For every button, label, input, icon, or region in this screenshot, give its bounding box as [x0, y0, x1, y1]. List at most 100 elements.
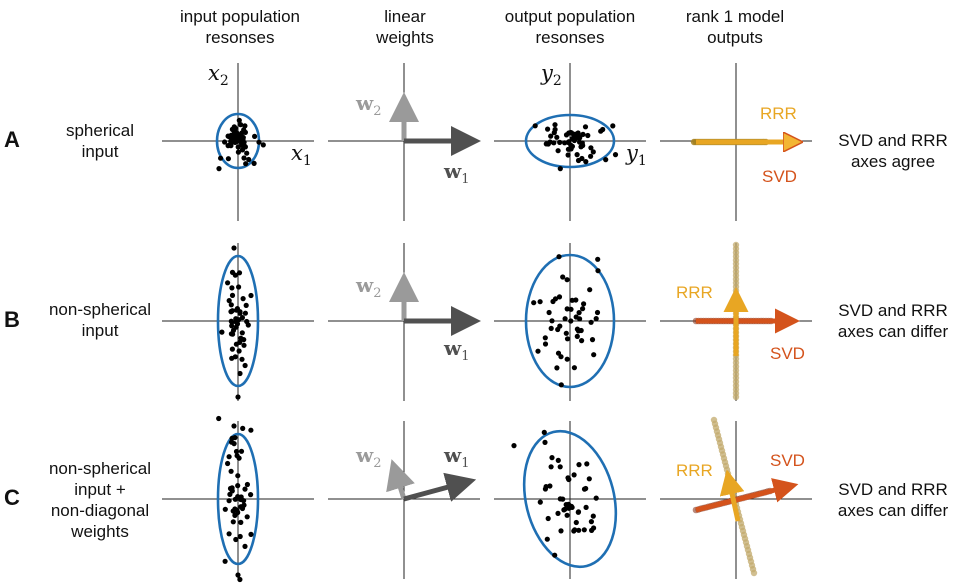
data-point-input-b — [229, 292, 236, 298]
data-point-output-b — [560, 274, 566, 280]
data-point-output-b — [564, 336, 571, 342]
data-point-input-b — [241, 342, 247, 348]
data-point-input-c — [235, 473, 241, 479]
data-point-output-c — [576, 527, 582, 533]
data-point-output-b — [537, 299, 543, 305]
axis-label-y2-main: y — [540, 61, 554, 85]
data-point-output-b — [563, 330, 569, 336]
w2-c-main: w — [355, 443, 374, 467]
data-point-output-c — [541, 429, 547, 435]
data-point-output-b — [542, 341, 549, 347]
data-point-input-c — [242, 486, 248, 492]
data-point-input-a — [244, 150, 250, 156]
w2-a-main: w — [355, 91, 374, 115]
data-point-input-c — [222, 506, 228, 512]
svd-label-b: SVD — [770, 344, 805, 363]
data-point-output-a — [580, 131, 586, 137]
data-point-output-b — [580, 306, 586, 312]
data-point-output-a — [548, 133, 554, 139]
data-point-output-a — [555, 148, 561, 154]
data-point-input-c — [235, 483, 241, 489]
row-description-b: non-spherical input — [48, 300, 152, 340]
data-point-output-a — [568, 129, 574, 136]
svd-label-a: SVD — [762, 167, 797, 186]
data-point-output-c — [557, 496, 563, 502]
w2-a-sub: 2 — [373, 104, 381, 119]
data-point-output-a — [545, 126, 551, 132]
data-point-output-a — [575, 157, 582, 164]
data-point-output-b — [556, 294, 563, 300]
column-header-weights: linear weights — [376, 7, 434, 47]
row-letter-b: B — [4, 307, 20, 332]
data-point-output-b — [591, 352, 597, 358]
axis-label-x2-sub: 2 — [220, 73, 229, 89]
axis-label-x1: x1 — [291, 141, 312, 169]
covariance-ellipse-input-c — [216, 432, 260, 566]
data-point-output-a — [565, 152, 571, 158]
data-point-output-c — [576, 462, 582, 468]
data-point-input-c — [230, 508, 236, 514]
data-point-output-a — [568, 142, 574, 148]
data-point-output-b — [579, 338, 585, 344]
data-point-output-b — [594, 309, 601, 316]
data-point-input-c — [222, 558, 228, 564]
axis-label-y2-sub: 2 — [553, 73, 562, 89]
data-point-input-b — [219, 329, 225, 335]
data-point-input-b — [236, 348, 242, 354]
w2-b-sub: 2 — [373, 286, 381, 301]
data-point-output-b — [573, 314, 579, 320]
data-point-input-c — [239, 505, 246, 512]
data-point-input-a — [242, 123, 248, 129]
data-point-input-b — [239, 356, 245, 362]
data-point-input-b — [232, 272, 238, 278]
data-point-input-c — [235, 509, 241, 516]
data-point-output-b — [576, 310, 582, 316]
axis-label-y1-sub: 1 — [638, 153, 647, 169]
data-point-output-a — [562, 140, 568, 146]
data-point-output-b — [587, 287, 593, 293]
data-point-input-a — [216, 166, 222, 172]
data-point-output-a — [574, 152, 580, 158]
axis-label-y1-main: y — [625, 141, 639, 165]
data-point-input-b — [245, 322, 251, 328]
data-point-input-b — [248, 292, 254, 299]
data-point-input-c — [233, 448, 240, 455]
data-point-input-b — [225, 280, 231, 286]
data-point-output-b — [548, 325, 554, 331]
data-point-input-a — [229, 136, 235, 142]
data-point-input-b — [235, 394, 241, 400]
data-point-output-a — [585, 132, 591, 139]
data-point-output-b — [556, 254, 562, 260]
w2-c-sub: 2 — [373, 456, 381, 471]
data-point-output-c — [584, 461, 590, 467]
data-point-input-a — [225, 156, 231, 162]
data-point-input-b — [228, 331, 234, 337]
weight-label-w2-a: w2 — [355, 91, 382, 119]
data-point-input-b — [233, 324, 239, 330]
data-point-output-b — [542, 335, 548, 341]
data-point-input-b — [229, 319, 235, 325]
data-point-input-c — [248, 427, 254, 433]
column-header-model: rank 1 model outputs — [685, 7, 785, 47]
data-point-input-b — [229, 346, 235, 352]
data-point-input-a — [236, 117, 242, 123]
w1-a-main: w — [443, 159, 462, 183]
weight-arrow-w2-c — [386, 459, 415, 500]
data-point-output-b — [531, 300, 537, 306]
data-point-input-a — [251, 160, 257, 166]
model-point-c-faint — [750, 569, 758, 577]
data-point-output-b — [595, 268, 601, 274]
data-point-output-c — [555, 510, 561, 516]
row-conclusion-a: SVD and RRR axes agree — [838, 131, 948, 171]
data-point-input-c — [231, 423, 237, 429]
data-point-output-b — [578, 327, 584, 334]
data-point-input-b — [229, 323, 235, 329]
data-point-output-c — [572, 527, 578, 533]
axis-label-x2: x2 — [208, 61, 229, 89]
weight-label-w1-c: w1 — [443, 443, 470, 471]
data-point-output-c — [573, 519, 579, 526]
data-point-input-a — [231, 131, 237, 137]
model-point-b-faint — [732, 393, 740, 401]
w1-a-sub: 1 — [461, 172, 469, 187]
